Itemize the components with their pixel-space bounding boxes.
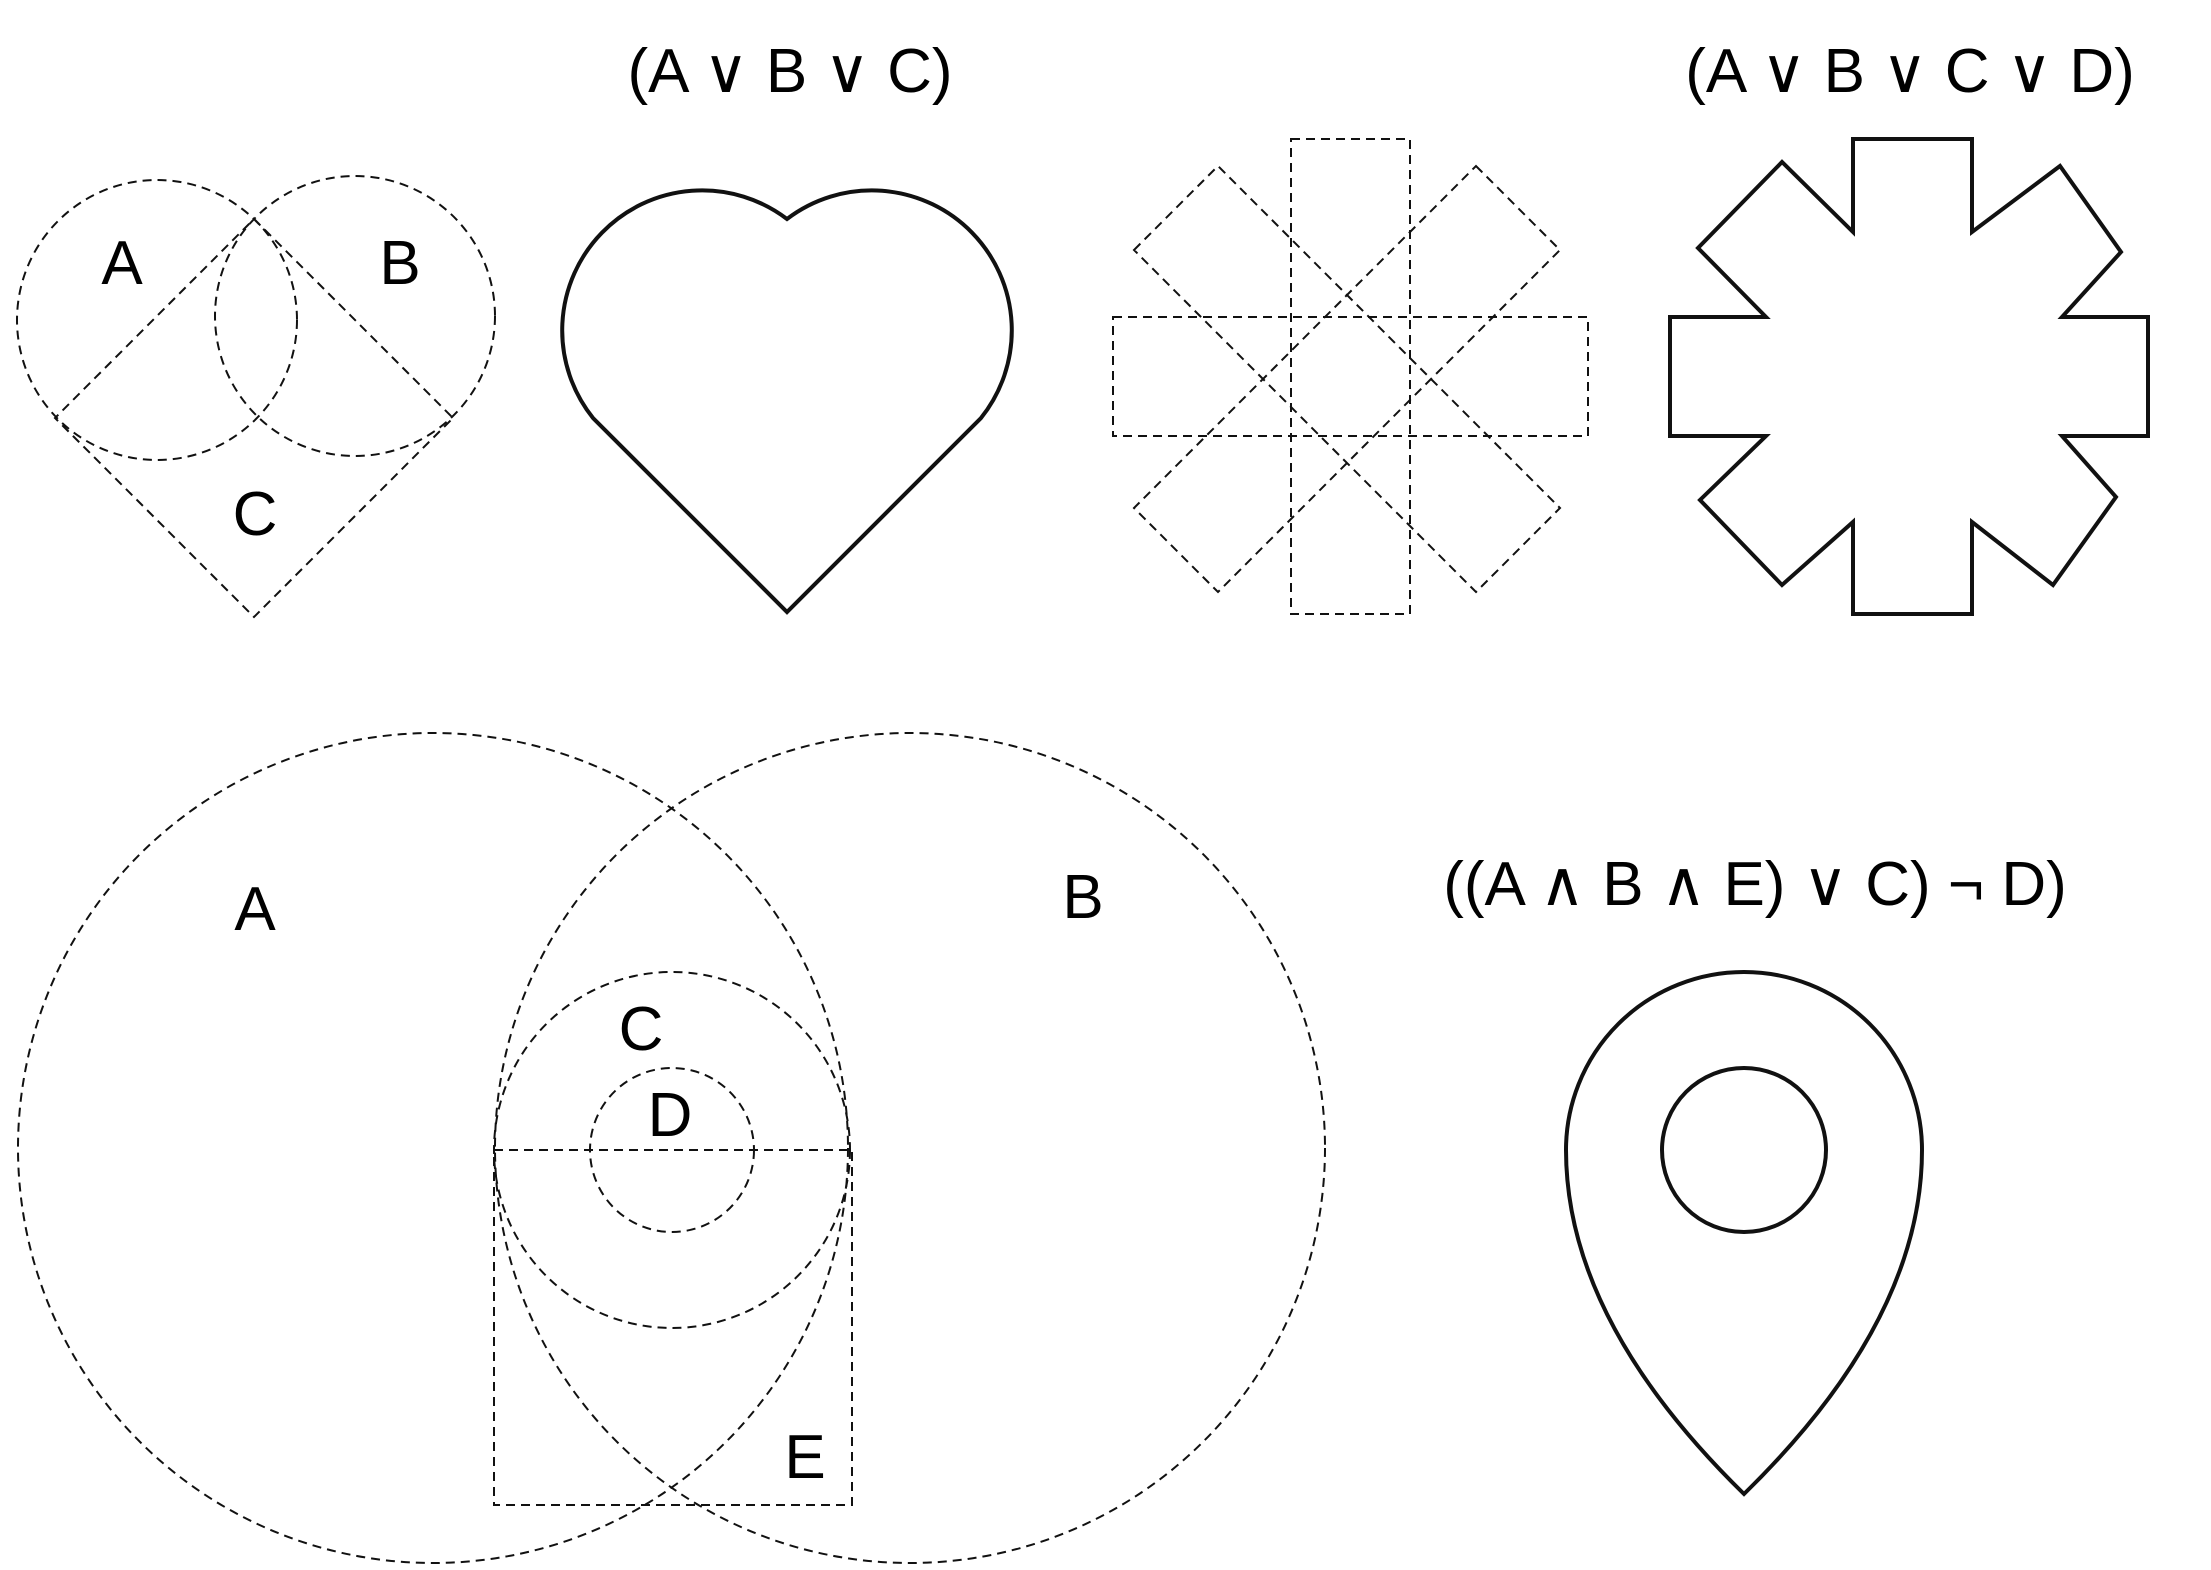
pin-label-a: A: [234, 875, 276, 944]
pin-formula: ((A ∧ B ∧ E) ∨ C) ¬ D): [1443, 850, 2067, 919]
star-rect-diagonal-1: [1132, 164, 1562, 594]
heart-shape: [560, 188, 1014, 615]
heart-square-c: [53, 217, 455, 619]
heart-label-b: B: [379, 229, 420, 298]
pin-circle-b: [494, 732, 1326, 1564]
pin-rect-e: [493, 1149, 853, 1506]
pin-construction: A B C D E: [17, 732, 1326, 1564]
pin-label-c: C: [619, 995, 664, 1064]
pin-label-d: D: [648, 1081, 693, 1150]
pin-result: ((A ∧ B ∧ E) ∨ C) ¬ D): [1443, 850, 2067, 1497]
pin-shape: [1563, 970, 1925, 1497]
star-formula: (A ∨ B ∨ C ∨ D): [1685, 37, 2135, 106]
pin-circle-a: [17, 732, 849, 1564]
heart-result: (A ∨ B ∨ C): [560, 37, 1014, 615]
heart-formula: (A ∨ B ∨ C): [627, 37, 952, 106]
star-rect-vertical: [1290, 138, 1411, 615]
star-result: (A ∨ B ∨ C ∨ D): [1668, 37, 2150, 616]
heart-construction: A B C: [16, 175, 496, 619]
star-rect-diagonal-2: [1132, 164, 1562, 594]
heart-circle-a: [16, 179, 298, 461]
star-rect-horizontal: [1112, 316, 1589, 437]
star-shape: [1668, 137, 2150, 616]
heart-label-a: A: [101, 229, 143, 298]
heart-label-c: C: [233, 480, 278, 549]
pin-label-e: E: [784, 1423, 825, 1492]
pin-label-b: B: [1062, 863, 1103, 932]
heart-circle-b: [214, 175, 496, 457]
pin-hole: [1660, 1066, 1828, 1234]
star-construction: [1112, 138, 1589, 615]
